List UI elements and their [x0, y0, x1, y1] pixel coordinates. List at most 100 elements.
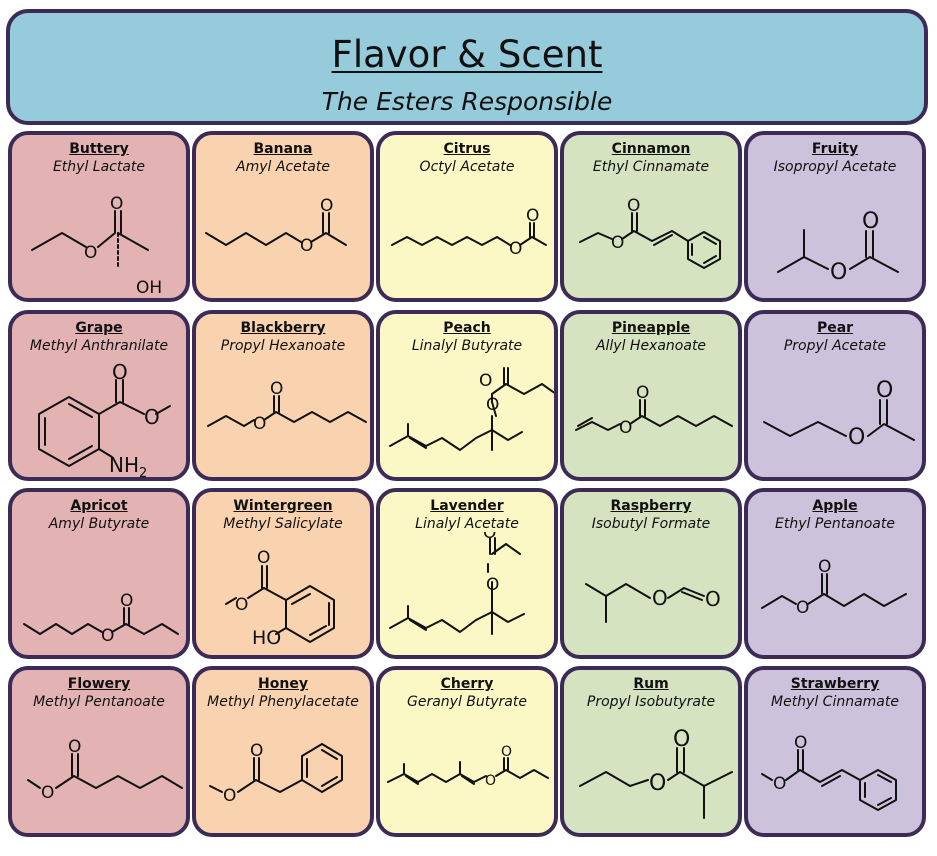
molecule-structure: O O NH2 — [38, 360, 171, 477]
flavor-name: Lavender — [430, 498, 504, 514]
flavor-name: Cinnamon — [611, 141, 691, 157]
ester-name: Propyl Isobutyrate — [586, 694, 716, 710]
flavor-name: Cherry — [440, 676, 494, 692]
ester-card-fruity: Fruity Isopropyl Acetate O O — [744, 131, 926, 302]
molecule-structure: O O HO — [225, 548, 335, 649]
ester-card-citrus: Citrus Octyl Acetate O O — [376, 131, 558, 302]
title-banner: Flavor & Scent The Esters Responsible — [6, 9, 928, 125]
atom-o: O — [253, 414, 266, 434]
ester-name: Amyl Butyrate — [48, 516, 150, 532]
flavor-name: Strawberry — [790, 676, 880, 692]
flavor-name: Apricot — [70, 498, 128, 514]
ester-name: Ethyl Cinnamate — [592, 159, 710, 175]
page-subtitle: The Esters Responsible — [321, 87, 613, 116]
ester-card-peach: Peach Linalyl Butyrate O O — [376, 310, 558, 481]
atom-o: O — [485, 773, 496, 789]
flavor-name: Citrus — [443, 141, 491, 157]
flavor-name: Grape — [75, 320, 123, 336]
atom-o: O — [120, 591, 133, 611]
molecule-structure: O O — [761, 733, 897, 811]
atom-o: O — [611, 233, 624, 253]
molecule-structure: O O — [761, 557, 907, 618]
molecule-structure: O O — [23, 591, 179, 646]
atom-o: O — [876, 378, 893, 403]
ester-name: Methyl Anthranilate — [29, 338, 169, 354]
atom-o: O — [300, 236, 313, 256]
ester-name: Isobutyl Formate — [591, 516, 711, 532]
atom-o: O — [818, 557, 831, 577]
atom-o: O — [705, 587, 721, 611]
ester-card-grape: Grape Methyl Anthranilate O O NH2 — [8, 310, 190, 481]
atom-o: O — [649, 771, 666, 796]
ester-card-buttery: Buttery Ethyl Lactate O O OH — [8, 131, 190, 302]
flavor-name: Peach — [443, 320, 491, 336]
atom-o: O — [830, 260, 847, 285]
ester-card-honey: Honey Methyl Phenylacetate O O — [192, 666, 374, 837]
flavor-name: Pineapple — [611, 320, 691, 336]
flavor-name: Blackberry — [240, 320, 326, 336]
atom-o: O — [41, 783, 54, 803]
atom-o: O — [257, 548, 270, 568]
molecule-structure: O O — [209, 741, 343, 806]
ester-name: Propyl Hexanoate — [220, 338, 346, 354]
atom-o: O — [652, 586, 668, 610]
molecule-structure: O O — [389, 367, 554, 451]
atom-o: O — [320, 196, 333, 216]
atom-o: O — [144, 405, 160, 429]
molecule-structure: O O — [205, 196, 347, 256]
atom-nh2: NH2 — [109, 453, 147, 477]
ester-card-pear: Pear Propyl Acetate O O — [744, 310, 926, 481]
atom-o: O — [483, 532, 496, 543]
ester-name: Isopropyl Acetate — [773, 159, 897, 175]
ester-name: Octyl Acetate — [419, 159, 515, 175]
ester-name: Geranyl Butyrate — [407, 694, 527, 710]
atom-o: O — [848, 425, 865, 450]
ester-name: Propyl Acetate — [783, 338, 887, 354]
ester-name: Ethyl Lactate — [52, 159, 146, 175]
atom-o: O — [773, 774, 786, 794]
ester-card-apricot: Apricot Amyl Butyrate O O — [8, 488, 190, 659]
ester-card-wintergreen: Wintergreen Methyl Salicylate O O HO — [192, 488, 374, 659]
atom-o: O — [673, 727, 690, 752]
atom-o: O — [627, 196, 640, 216]
flavor-name: Honey — [258, 676, 308, 692]
molecule-structure: O O — [387, 744, 549, 789]
flavor-name: Flowery — [67, 676, 131, 692]
ester-name: Linalyl Acetate — [415, 516, 519, 532]
ester-card-flowery: Flowery Methyl Pentanoate O O — [8, 666, 190, 837]
atom-oh: OH — [136, 278, 162, 298]
atom-o: O — [68, 737, 81, 757]
ester-card-strawberry: Strawberry Methyl Cinnamate O O — [744, 666, 926, 837]
atom-o: O — [796, 598, 809, 618]
ester-card-pineapple: Pineapple Allyl Hexanoate O O — [560, 310, 742, 481]
flavor-name: Banana — [253, 141, 313, 157]
flavor-name: Fruity — [811, 141, 859, 157]
ester-card-rum: Rum Propyl Isobutyrate O O — [560, 666, 742, 837]
ester-name: Methyl Phenylacetate — [207, 694, 359, 710]
molecule-structure: O O OH — [31, 194, 162, 298]
molecule-structure: O O — [391, 206, 547, 259]
ester-card-banana: Banana Amyl Acetate O O — [192, 131, 374, 302]
molecule-structure: O O — [389, 532, 525, 635]
molecule-structure: O O — [579, 196, 721, 269]
atom-o: O — [235, 595, 248, 615]
molecule-structure: O O — [777, 209, 899, 285]
atom-o: O — [112, 360, 128, 384]
ester-name: Allyl Hexanoate — [595, 338, 707, 354]
molecule-structure: O O — [207, 379, 367, 434]
ester-card-apple: Apple Ethyl Pentanoate O O — [744, 488, 926, 659]
flavor-name: Pear — [816, 320, 854, 336]
atom-o: O — [501, 744, 512, 760]
ester-name: Amyl Acetate — [236, 159, 330, 175]
molecule-structure: O O — [575, 383, 733, 438]
ester-card-raspberry: Raspberry Isobutyl Formate O O — [560, 488, 742, 659]
ester-name: Linalyl Butyrate — [411, 338, 523, 354]
ester-card-blackberry: Blackberry Propyl Hexanoate O O — [192, 310, 374, 481]
molecule-structure: O O — [27, 737, 183, 803]
flavor-name: Raspberry — [610, 498, 692, 514]
ester-name: Ethyl Pentanoate — [775, 516, 895, 532]
flavor-name: Rum — [633, 676, 669, 692]
ester-name: Methyl Salicylate — [223, 516, 343, 532]
atom-o: O — [101, 626, 114, 646]
atom-o: O — [270, 379, 283, 399]
